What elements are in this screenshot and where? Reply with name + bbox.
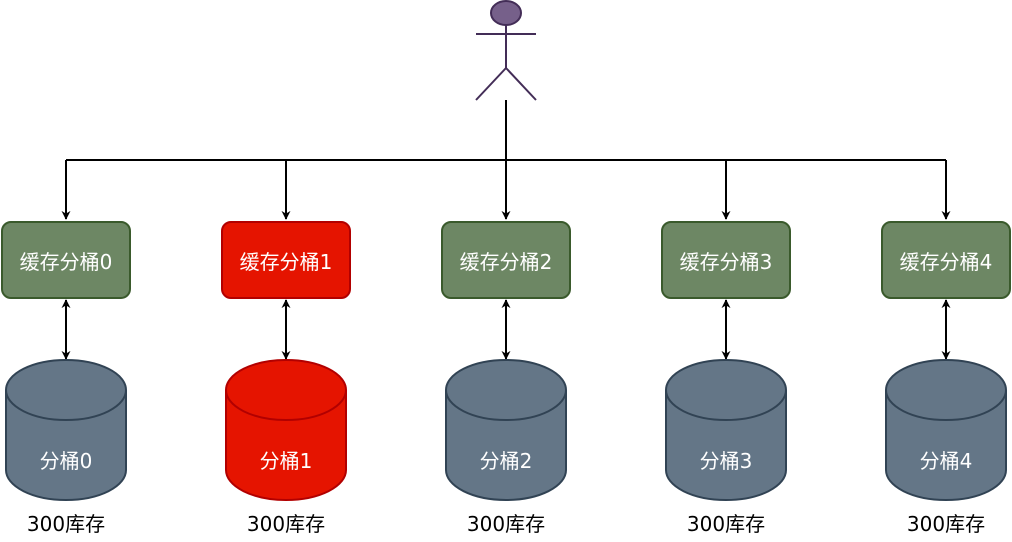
user-actor-icon — [475, 0, 537, 101]
cache-bucket-0[interactable]: 缓存分桶0 — [1, 221, 131, 299]
database-cylinder-4[interactable] — [885, 359, 1007, 501]
db-bucket-label-4: 分桶4 — [919, 449, 973, 473]
stock-label-2: 300库存 — [466, 512, 546, 536]
db-bucket-label-3: 分桶3 — [699, 449, 753, 473]
database-cylinder-3[interactable] — [665, 359, 787, 501]
stock-label-3: 300库存 — [686, 512, 766, 536]
stock-label-0: 300库存 — [26, 512, 106, 536]
db-bucket-label-2: 分桶2 — [479, 449, 533, 473]
cache-bucket-4[interactable]: 缓存分桶4 — [881, 221, 1011, 299]
cache-bucket-3[interactable]: 缓存分桶3 — [661, 221, 791, 299]
cache-bucket-1[interactable]: 缓存分桶1 — [221, 221, 351, 299]
stock-label-1: 300库存 — [246, 512, 326, 536]
cache-bucket-2[interactable]: 缓存分桶2 — [441, 221, 571, 299]
database-cylinder-2[interactable] — [445, 359, 567, 501]
database-cylinder-1[interactable] — [225, 359, 347, 501]
db-bucket-label-1: 分桶1 — [259, 449, 313, 473]
stock-label-4: 300库存 — [906, 512, 986, 536]
database-cylinder-0[interactable] — [5, 359, 127, 501]
db-bucket-label-0: 分桶0 — [39, 449, 93, 473]
